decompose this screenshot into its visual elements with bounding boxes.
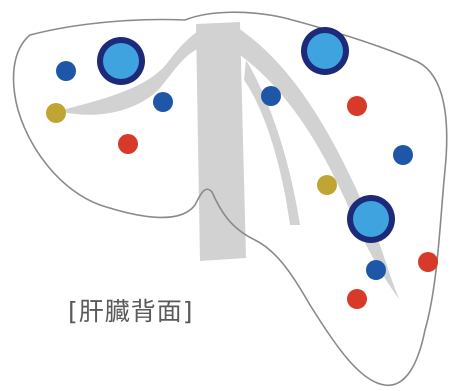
- blue-dot-4: [393, 145, 413, 165]
- red-dot-2: [347, 96, 367, 116]
- left-vessel-branch: [62, 25, 210, 115]
- blue-dot-2: [153, 92, 173, 112]
- main-vessel-trunk: [196, 22, 246, 261]
- large-marker-right-top: [301, 27, 349, 75]
- large-marker-right-lower: [347, 195, 395, 243]
- marker-layer: [46, 27, 438, 309]
- vessel-tree: [62, 22, 400, 300]
- yellow-dot-2: [317, 175, 337, 195]
- red-dot-3: [418, 252, 438, 272]
- yellow-dot-1: [46, 103, 66, 123]
- large-marker-core: [103, 43, 139, 79]
- liver-outline: [12, 11, 448, 386]
- middle-vessel-branch: [244, 60, 300, 225]
- blue-dot-1: [56, 61, 76, 81]
- blue-dot-5: [366, 260, 386, 280]
- caption-liver-back: [肝臓背面]: [68, 297, 194, 326]
- large-marker-core: [307, 33, 343, 69]
- red-dot-1: [118, 134, 138, 154]
- blue-dot-3: [261, 86, 281, 106]
- large-marker-core: [353, 201, 389, 237]
- red-dot-4: [347, 289, 367, 309]
- large-marker-left-top: [97, 37, 145, 85]
